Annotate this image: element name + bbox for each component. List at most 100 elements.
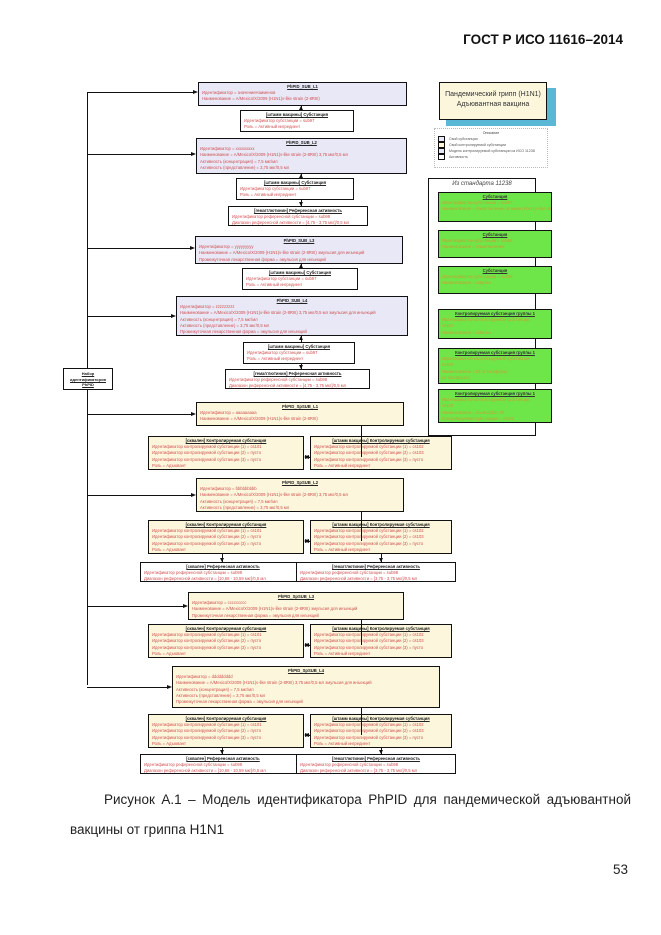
controlled-substance-box-line: Идентификатор контролируемой субстанции … — [314, 644, 424, 650]
controlled-substance-box: [штамм вакцины] Контролируемая субстанци… — [310, 436, 452, 470]
substance-box-line: Роль = Активный ингредиент — [246, 282, 303, 288]
phpid-sub-l3-box-line: Промежуточная лекарственная форма = эмул… — [199, 256, 326, 262]
arrow-head-icon — [191, 412, 196, 416]
root-line1: Набор — [81, 371, 95, 376]
phpid-sub-l2-box-line: Активность (представление) = 3,75 мкг/0,… — [200, 164, 290, 170]
controlled-substance-box-title: [сквален] Контролируемая субстанция — [185, 438, 267, 443]
controlled-substance-box-line: Роль = Адъювант — [152, 740, 186, 746]
reference-activity-box-line: Идентификатор референсной субстанции = s… — [229, 377, 328, 383]
iso-11238-item-box-line: Наименование = сквален — [442, 329, 492, 335]
substance-box-line: Идентификатор субстанции = sub97 — [244, 118, 315, 124]
iso-11238-item-box-line: Идентификатор контролируемой субстанции — [442, 397, 530, 403]
reference-activity-box-line: Диапазон референсной активности = [4,75 … — [232, 220, 350, 226]
phpid-spsub-box-title: PhPID_SpSUB_L1 — [281, 404, 319, 409]
phpid-spsub-box-line: Идентификатор = bbbbbbbbb — [200, 486, 257, 492]
substance-box-title: [штамм вакцины] Субстанция — [263, 180, 327, 185]
controlled-substance-box-line: Роль = Активный ингредиент — [314, 546, 371, 552]
document-header: ГОСТ Р ИСО 11616–2014 — [463, 32, 623, 47]
substance-box-line: Идентификатор субстанции = sub97 — [246, 276, 317, 282]
controlled-substance-box-title: [штамм вакцины] Контролируемая субстанци… — [332, 522, 430, 527]
root-phpid-set-box: Набор идентификаторов PhPID — [63, 368, 113, 390]
controlled-substance-box-line: Идентификатор контролируемой субстанции … — [314, 728, 424, 734]
phpid-spsub-box-line: Активность (концентрация) = 7,5 мкг/мл — [200, 498, 278, 504]
phpid-spsub-box-line: Наименование = A/Mexico/X/2009 (H1N1)v-l… — [200, 492, 348, 498]
controlled-substance-box-title: [штамм вакцины] Контролируемая субстанци… — [332, 626, 430, 631]
reference-activity-box-title: [гемагглютинин] Референсная активность — [253, 371, 342, 376]
controlled-substance-box-line: Идентификатор контролируемой субстанции … — [314, 450, 424, 456]
phpid-sub-l1-box-line: Наименование = A/Mexico/X/2009 (H1N1)v-l… — [202, 96, 320, 102]
connector-line — [87, 390, 88, 685]
controlled-substance-box: [штамм вакцины] Контролируемая субстанци… — [310, 624, 452, 658]
phpid-spsub-box-line: Идентификатор = aaaaaaaaa — [200, 410, 257, 416]
arrow-head-icon — [379, 750, 383, 754]
controlled-substance-box-line: Роль = Адъювант — [152, 650, 186, 656]
connector-line — [87, 687, 169, 688]
arrow-head-icon — [220, 558, 224, 562]
figure-caption-line2: вакцины от гриппа H1N1 — [70, 822, 225, 837]
substance-box-title: [штамм вакцины] Субстанция — [267, 344, 331, 349]
controlled-substance-box-line: Идентификатор контролируемой субстанции … — [314, 540, 424, 546]
phpid-spsub-box-line: Наименование = A/Mexico/X/2009 (H1N1)v-l… — [200, 416, 318, 422]
controlled-substance-box-line: Идентификатор контролируемой субстанции … — [152, 456, 262, 462]
iso-11238-item-box-title: Контролируемая субстанция группы 1 — [455, 350, 535, 355]
controlled-substance-box-line: Идентификатор контролируемой субстанции … — [152, 722, 262, 728]
reference-activity-box-title: [гемагглютинин] Референсная активность — [332, 564, 420, 569]
controlled-substance-box-line: Идентификатор контролируемой субстанции … — [152, 540, 262, 546]
iso-11238-item-box-line: Контролируемая субстанция = cs102 — [442, 415, 514, 421]
controlled-substance-box-title: [штамм вакцины] Контролируемая субстанци… — [332, 438, 430, 443]
iso-11238-item-box-line: cs103 — [442, 403, 454, 409]
arrow-head-icon — [167, 685, 172, 689]
connector-line — [87, 495, 193, 496]
phpid-sub-l4-box-line: Наименование = A/Mexico/X/2009 (H1N1)v-l… — [180, 310, 376, 316]
iso-11238-item-box-line: cs102 — [442, 362, 454, 368]
arrow-head-icon — [171, 314, 176, 318]
connector-line — [361, 708, 362, 735]
phpid-sub-l3-box-line: Идентификатор = yyyyyyyyy — [199, 244, 254, 250]
phpid-sub-l1-box-title: PhPID_SUB_L1 — [287, 84, 318, 89]
iso-11238-item-box-title: Субстанция — [482, 232, 508, 237]
phpid-sub-l2-box-line: Наименование = A/Mexico/X/2009 (H1N1)v-l… — [200, 152, 348, 158]
phpid-sub-l4-box-title: PhPID_SUB_L4 — [276, 298, 308, 303]
legend-label: Модель контролируемой субстанции из ИСО … — [449, 149, 535, 153]
phpid-sub-l4-box-line: Идентификатор = zzzzzzzzz — [180, 304, 235, 310]
phpid-spsub-box-line: Активность (представление) = 3,75 мкг/0,… — [176, 692, 266, 698]
controlled-substance-box-line: Идентификатор контролируемой субстанции … — [314, 632, 424, 638]
phpid-sub-l4-box-line: Активность (концентрация) = 7,5 мкг/мл — [180, 316, 258, 322]
reference-activity-box-line: Идентификатор референсной субстанции = s… — [144, 762, 243, 768]
iso-11238-item-box-line: Идентификатор субстанции = sub99 — [442, 274, 513, 280]
connector-line — [361, 620, 362, 645]
phpid-sub-l2-box-title: PhPID_SUB_L2 — [286, 140, 317, 145]
reference-activity-box-line: Идентификатор референсной субстанции = s… — [232, 214, 331, 220]
legend-swatch — [438, 154, 445, 160]
reference-activity-box-title: [гемагглютинин] Референсная активность — [254, 208, 342, 213]
iso-11238-item-box-line: Идентификатор субстанции = sub98 — [442, 238, 513, 244]
controlled-substance-box-line: Идентификатор контролируемой субстанции … — [314, 444, 424, 450]
legend-item: Свой субстанции — [438, 136, 544, 142]
reference-activity-box-line: Идентификатор референсной субстанции = s… — [144, 570, 243, 576]
iso-11238-item-box-title: Субстанция — [482, 268, 508, 273]
phpid-sub-l3-box-line: Наименование = A/Mexico/X/2009 (H1N1)v-l… — [199, 250, 365, 256]
connector-line — [87, 316, 173, 317]
iso-11238-item-box-line: Наименование = DL-α-токоферол — [442, 368, 508, 374]
phpid-spsub-box-line: Идентификатор = ccccccccc — [192, 600, 247, 606]
diagram-title-line1: Пандемический грипп (H1N1) — [445, 91, 541, 98]
arrow-head-icon — [191, 152, 196, 156]
legend: Описание Свой субстанции Свой контролиру… — [434, 128, 548, 168]
connector-line — [87, 606, 185, 607]
arrow-head-icon — [299, 106, 303, 110]
iso-11238-item-box-line: Наименование = полисорбат 80 — [442, 409, 505, 415]
controlled-substance-box-line: Идентификатор контролируемой субстанции … — [152, 644, 262, 650]
